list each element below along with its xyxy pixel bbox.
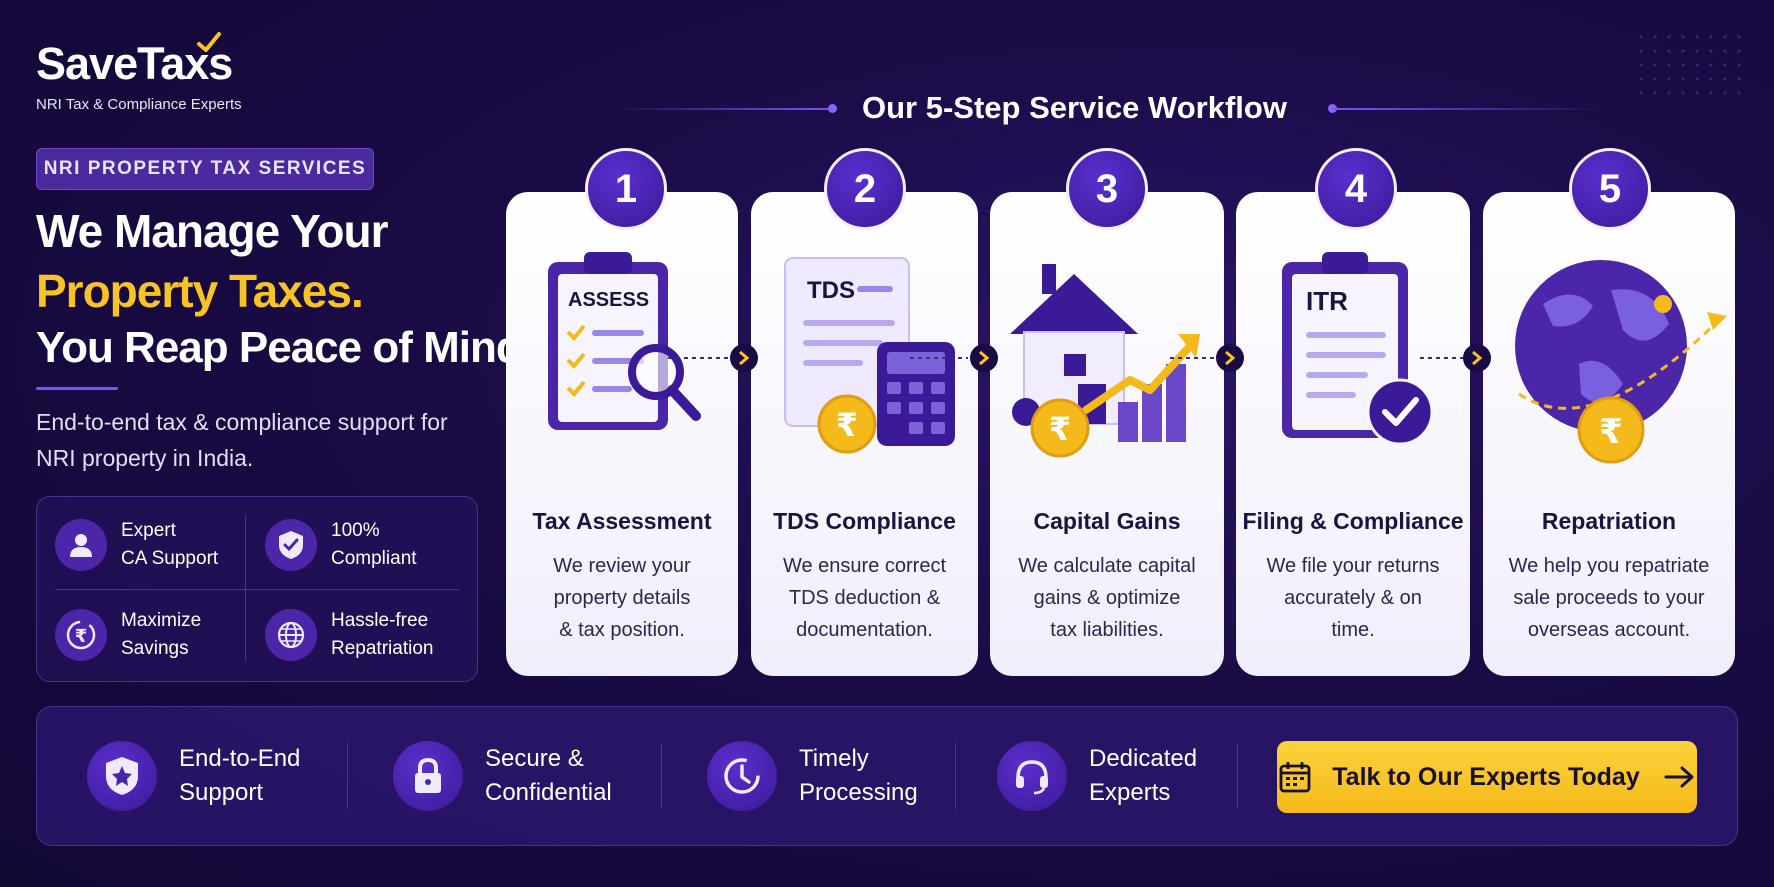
- step-title: TDS Compliance: [773, 508, 956, 534]
- logo-check-icon: [197, 32, 221, 52]
- svg-text:₹: ₹: [1599, 412, 1623, 452]
- divider: [245, 515, 246, 661]
- svg-text:₹: ₹: [836, 406, 858, 444]
- divider: [661, 743, 662, 809]
- header-line-left: [612, 108, 832, 110]
- connector-dots: [1420, 357, 1464, 359]
- connector-dots: [910, 357, 968, 359]
- service-badge: NRI PROPERTY TAX SERVICES: [36, 148, 374, 190]
- cta-label: Talk to Our Experts Today: [1332, 762, 1640, 791]
- step-card-4: ITR Filing & Compliance We file your ret…: [1236, 192, 1470, 676]
- arrow-right-icon: [730, 344, 758, 372]
- divider: [1237, 743, 1238, 809]
- workflow-title: Our 5-Step Service Workflow: [862, 90, 1287, 125]
- step-number: 5: [1569, 148, 1651, 230]
- brand-tagline: NRI Tax & Compliance Experts: [36, 96, 242, 113]
- hero-subtitle: End-to-end tax & compliance support for …: [36, 409, 448, 471]
- svg-text:₹: ₹: [1049, 410, 1071, 448]
- header-line-right: [1334, 108, 1604, 110]
- illustration-label: ASSESS: [568, 289, 649, 311]
- svg-text:₹: ₹: [75, 626, 88, 647]
- shield-check-icon: [265, 519, 317, 571]
- connector-dots: [668, 357, 728, 359]
- arrow-right-icon: [1463, 344, 1491, 372]
- heading-underline: [36, 387, 118, 390]
- step-number: 2: [824, 148, 906, 230]
- globe-transfer-illustration: ₹: [1515, 260, 1727, 464]
- divider: [55, 589, 459, 590]
- shield-badge-icon: [87, 741, 157, 811]
- divider: [955, 743, 956, 809]
- globe-icon: [265, 609, 317, 661]
- step-title: Tax Assessment: [532, 508, 712, 534]
- house-growth-illustration: ₹: [1010, 264, 1200, 458]
- illustration-label: ITR: [1306, 286, 1348, 316]
- arrow-right-icon: [1216, 344, 1244, 372]
- clipboard-assess-illustration: ASSESS: [548, 252, 701, 430]
- arrow-right-icon: [1664, 766, 1694, 788]
- divider: [347, 743, 348, 809]
- calendar-icon: [1279, 762, 1311, 793]
- rupee-cycle-icon: ₹: [55, 609, 107, 661]
- header-dot: [828, 104, 837, 113]
- connector-dots: [1170, 357, 1216, 359]
- step-title: Capital Gains: [1033, 508, 1181, 534]
- headset-icon: [997, 741, 1067, 811]
- itr-clipboard-illustration: ITR: [1282, 252, 1434, 446]
- tds-document-illustration: TDS ₹: [784, 257, 955, 454]
- benefit-secure: Secure &Confidential: [393, 707, 612, 845]
- talk-to-experts-button[interactable]: Talk to Our Experts Today: [1277, 741, 1697, 813]
- illustration-label: TDS: [807, 277, 855, 304]
- step-number: 3: [1066, 148, 1148, 230]
- header-dot: [1328, 104, 1337, 113]
- step-number: 1: [585, 148, 667, 230]
- user-icon: [55, 519, 107, 571]
- step-title: Filing & Compliance: [1242, 508, 1464, 534]
- decorative-dots: [1634, 30, 1744, 100]
- step-number: 4: [1315, 148, 1397, 230]
- lock-icon: [393, 741, 463, 811]
- hero-heading-line2: Property Taxes.: [36, 265, 364, 317]
- hero-heading-line3: You Reap Peace of Mind.: [36, 323, 534, 372]
- arrow-right-icon: [970, 344, 998, 372]
- clock-icon: [707, 741, 777, 811]
- step-title: Repatriation: [1541, 508, 1677, 534]
- feature-compliant: 100%Compliant: [265, 517, 417, 573]
- hero-heading-line1: We Manage Your: [36, 205, 389, 257]
